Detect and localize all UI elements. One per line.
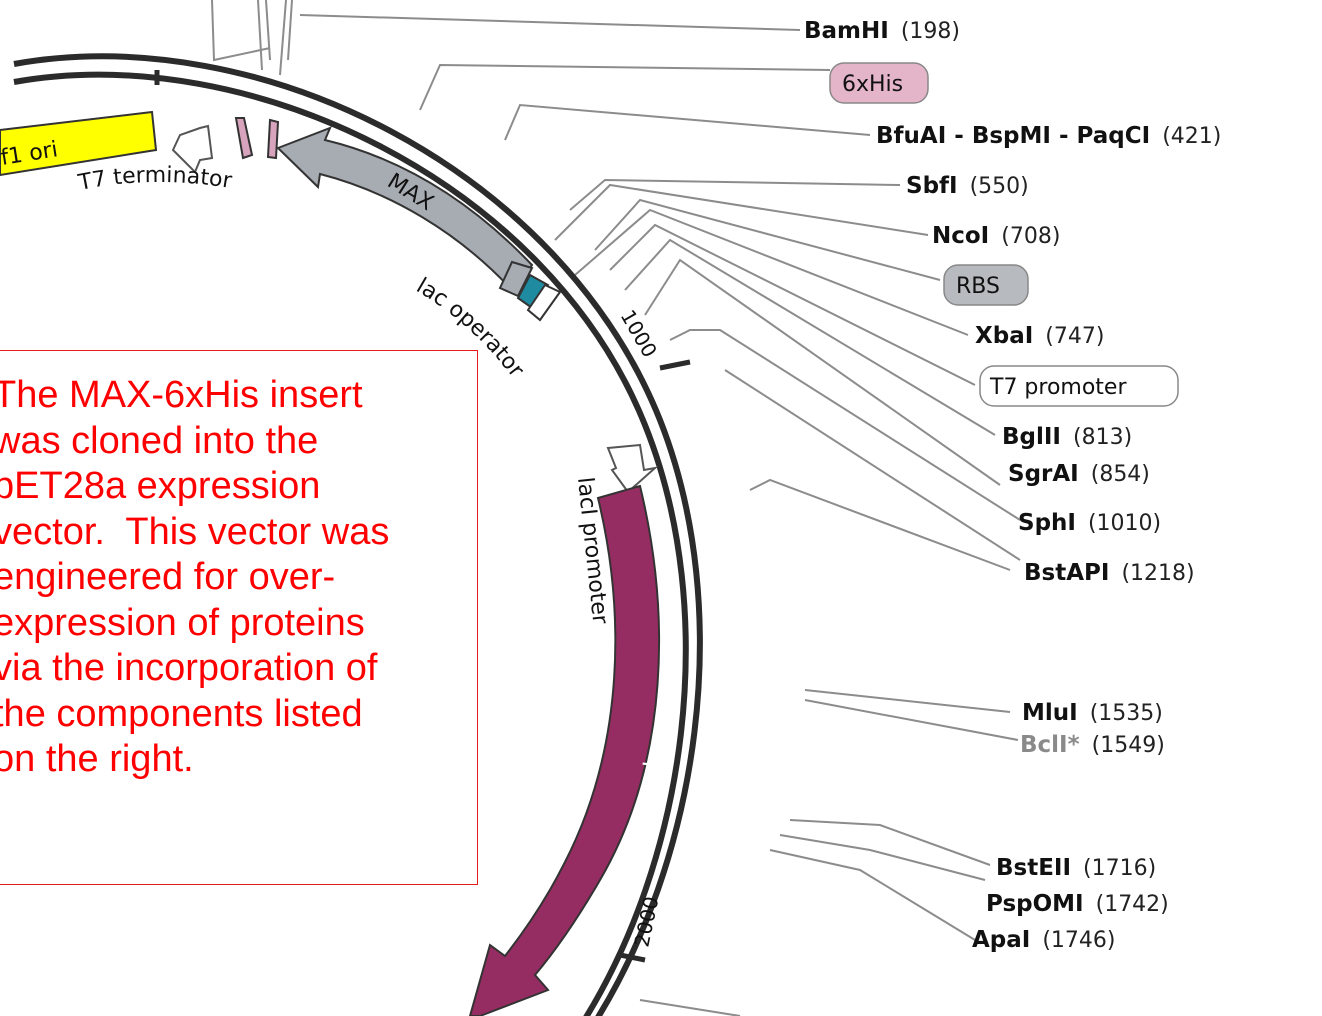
svg-text:BstEII(1716): BstEII (1716) [996,855,1156,881]
his-pill: 6xHis [829,62,929,104]
laci-feature [468,484,661,1016]
site-pos: (1549) [1092,733,1165,758]
callout-line: was cloned into the [0,419,319,462]
plasmid-backbone [13,53,703,1016]
site-pos: (550) [970,174,1029,199]
site-name: BclI* [1020,732,1080,758]
callout-line: the components listed [0,692,363,735]
site-name: BamHI [804,18,889,44]
svg-text:BstAPI(1218): BstAPI (1218) [1024,560,1195,586]
t7-terminator-label: T7 terminator [75,163,234,196]
site-name: XbaI [975,323,1033,349]
site-pos: (1535) [1090,701,1163,726]
t7-terminator-mark-2 [266,118,280,160]
site-name: SgrAI [1008,461,1079,487]
svg-text:SgrAI(854): SgrAI (854) [1008,461,1150,487]
site-name: NcoI [932,223,989,249]
site-pos: (747) [1045,324,1104,349]
svg-text:XbaI(747): XbaI (747) [975,323,1104,349]
svg-text:SphI(1010): SphI (1010) [1018,510,1161,536]
svg-text:PspOMI(1742): PspOMI (1742) [986,891,1169,917]
site-name: SbfI [906,173,958,199]
svg-text:SbfI(550): SbfI (550) [906,173,1029,199]
site-name: BglII [1002,424,1061,450]
his-pill-label: 6xHis [842,72,903,97]
laci-label: lacI [636,760,665,801]
site-pos: (1746) [1042,928,1115,953]
site-name: PspOMI [986,891,1084,917]
callout-line: via the incorporation of [0,647,378,689]
site-pos: (1010) [1088,511,1161,536]
svg-text:BfuAI - BspMI - PaqCI(421): BfuAI - BspMI - PaqCI (421) [876,123,1221,149]
callout-line: expression of proteins [0,601,365,644]
site-pos: (813) [1073,425,1132,450]
tick-label-2000: 2000 [629,894,663,949]
site-pos: (421) [1162,124,1221,149]
site-name: MluI [1022,700,1078,726]
site-name: BfuAI - BspMI - PaqCI [876,123,1150,149]
t7-promoter-pill: T7 promoter [979,365,1179,407]
site-name: BstEII [996,855,1071,881]
svg-text:MluI(1535): MluI (1535) [1022,700,1163,726]
site-pos: (1716) [1083,856,1156,881]
site-name: BstAPI [1024,560,1109,586]
callout-line: on the right. [0,738,194,780]
laci-promoter-feature [606,443,659,494]
site-pos: (708) [1001,224,1060,249]
site-pos: (198) [901,19,960,44]
lac-operator-outline [526,283,562,322]
site-name: SphI [1018,510,1076,536]
f1-ori-feature [0,110,158,177]
callout-line: The MAX-6xHis insert [0,374,363,416]
tick-mark-1000 [659,359,691,371]
callout-line: pET28a expression [0,465,321,507]
svg-text:NcoI(708): NcoI (708) [932,223,1060,249]
open-arrow-feature [171,124,214,174]
callout-line: engineered for over- [0,556,336,598]
svg-text:BglII(813): BglII (813) [1002,424,1132,450]
rbs-pill: RBS [943,264,1029,306]
callout-line: vector. This vector was [0,510,390,553]
svg-text:ApaI(1746): ApaI (1746) [972,927,1116,953]
t7-terminator-mark [234,117,254,160]
site-name: ApaI [972,927,1030,953]
site-pos: (1218) [1121,561,1194,586]
leader-lines [211,0,1021,1016]
site-labels: BamHI (198) BfuAI - BspMI - PaqCI (421) Sb… [804,18,1221,953]
rbs-pill-label: RBS [956,274,1000,299]
tick-mark-2000 [619,952,646,963]
site-pos: (854) [1091,462,1150,487]
max-feature [276,126,534,292]
tick-label-1000: 1000 [616,306,662,362]
svg-text:BamHI(198): BamHI (198) [804,18,960,44]
svg-text:BclI*(1549): BclI* (1549) [1020,732,1165,758]
t7-promoter-pill-label: T7 promoter [989,375,1127,400]
site-pos: (1742) [1096,892,1169,917]
